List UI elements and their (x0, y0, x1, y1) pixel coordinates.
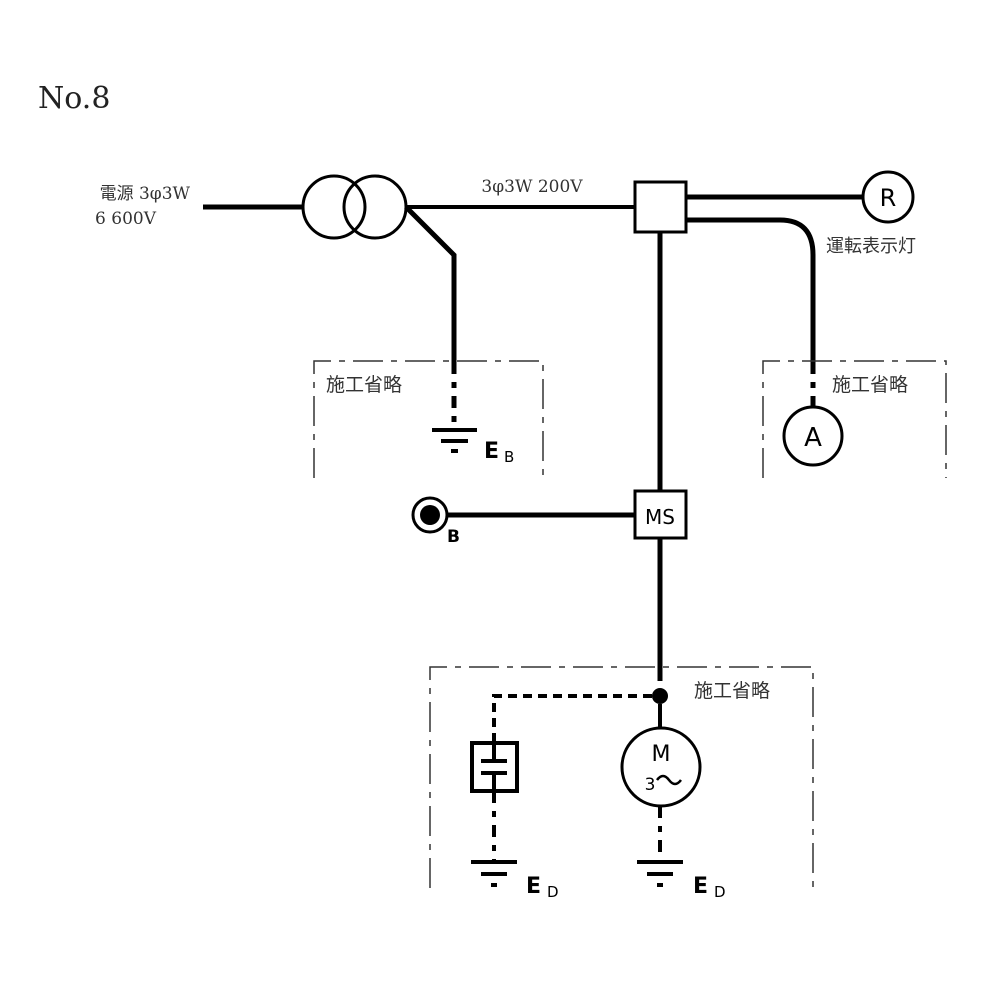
omitted-box-motor (429, 666, 814, 888)
secondary-label: 3φ3W 200V (481, 177, 583, 197)
omitted-label-motor: 施工省略 (694, 680, 770, 702)
ground-label-ed1-main: E (526, 874, 541, 899)
pilot-lamp-label: 運転表示灯 (826, 236, 916, 257)
capacitor-icon (470, 741, 519, 793)
transformer-ground-lead (404, 205, 457, 362)
omitted-box-eb (313, 360, 544, 478)
ground-icon-ed-capacitor (471, 860, 517, 887)
junction-box (633, 180, 688, 234)
capacitor-lead (492, 694, 652, 742)
ground-label-eb-main: E (484, 439, 499, 464)
transformer-icon (301, 174, 408, 240)
junction-dot (652, 688, 668, 704)
omitted-label-eb: 施工省略 (326, 374, 402, 396)
motor-icon (620, 726, 702, 808)
omitted-box-ammeter (762, 360, 947, 478)
ground-icon-ed-motor (637, 860, 683, 887)
source-label-line2: 6 600V (95, 209, 157, 229)
pilot-lamp-symbol: R (880, 184, 897, 212)
ground-label-ed2-sub: D (714, 883, 726, 901)
motor-symbol-top: M (652, 742, 671, 767)
ground-label-ed2-main: E (693, 874, 708, 899)
motor-starter-box (633, 489, 688, 540)
ammeter-icon (782, 405, 844, 467)
omitted-label-ammeter: 施工省略 (832, 374, 908, 396)
ammeter-symbol: A (804, 423, 822, 453)
ammeter-line (686, 217, 816, 362)
pilot-lamp-icon (861, 170, 915, 224)
motor-symbol-bottom: 3 (645, 775, 656, 795)
ground-label-eb-sub: B (504, 448, 514, 466)
ground-icon-eb (432, 428, 477, 453)
pushbutton-icon (411, 496, 449, 534)
diagram-title: No.8 (38, 81, 110, 116)
ground-label-ed1-sub: D (547, 883, 559, 901)
motor-starter-symbol: MS (645, 505, 675, 529)
source-label-line1: 電源 3φ3W (100, 184, 191, 204)
pushbutton-label: B (447, 527, 460, 547)
